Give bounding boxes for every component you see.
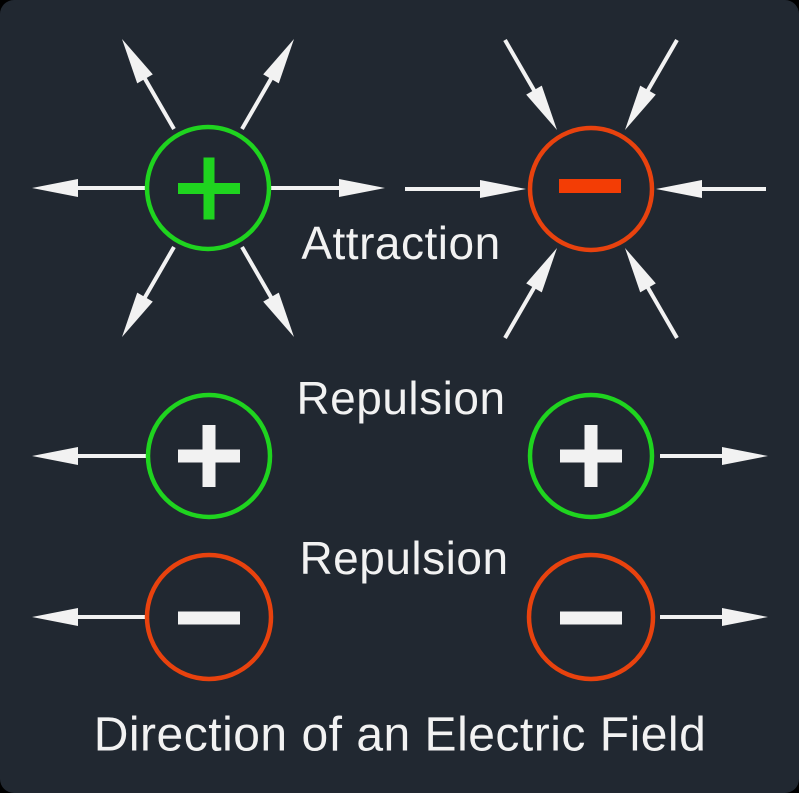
field-arrow-up-right-icon [240,39,294,131]
repulsion-top-label: Repulsion [296,372,506,424]
field-arrow-down-right-icon [240,245,294,337]
field-arrow-in-from-top-left-icon [503,38,557,130]
positive-charge-circle-left [145,392,273,520]
negative-charge-circle [527,125,655,253]
repulsion-bottom-label: Repulsion [299,532,509,584]
positive-charge-field-outward [32,39,385,337]
field-arrow-left-icon [32,179,147,197]
field-arrow-in-from-bottom-left-icon [503,248,557,340]
repulsion-negative-pair [32,552,768,682]
attraction-label: Attraction [301,217,501,269]
repulsion-positive-pair [32,392,768,520]
repel-arrow-left-icon [32,608,147,626]
field-arrow-down-left-icon [122,245,176,337]
repel-arrow-left-icon [32,447,148,465]
negative-charge-field-inward [405,38,766,340]
field-arrow-in-from-right-icon [656,180,766,198]
diagram-title: Direction of an Electric Field [93,708,707,762]
field-arrow-up-left-icon [122,39,176,131]
field-arrow-in-from-bottom-right-icon [625,248,679,340]
negative-charge-circle-left [144,552,274,682]
plus-sign-white-right-icon [560,425,622,487]
positive-charge-circle-right [527,392,655,520]
plus-sign-green-icon [178,157,240,220]
field-arrow-right-icon [271,179,385,197]
field-arrow-in-from-left-icon [405,180,526,198]
repel-arrow-right-icon [660,447,768,465]
field-arrow-in-from-top-right-icon [625,38,679,130]
positive-charge-circle [144,124,272,252]
repel-arrow-right-icon [660,608,768,626]
negative-charge-circle-right [526,552,656,682]
plus-sign-white-left-icon [178,425,240,487]
